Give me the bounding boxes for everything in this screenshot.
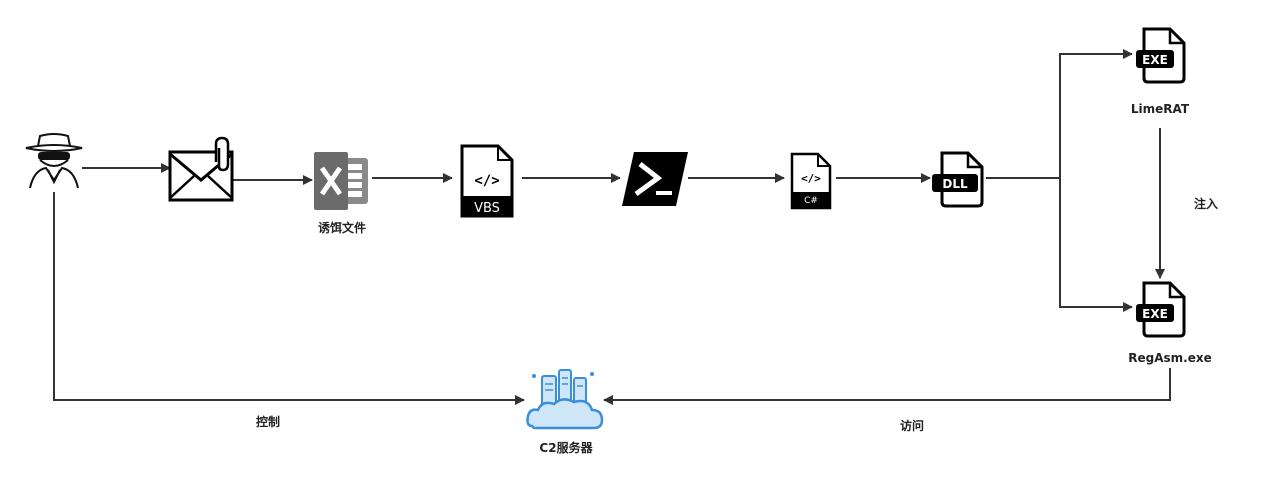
excel-label: 诱饵文件	[318, 220, 366, 235]
edge-attacker-control-c2	[53, 192, 525, 405]
control-label: 控制	[256, 414, 280, 429]
limerat-badge-text: EXE	[1142, 53, 1168, 67]
edge-dll-to-regasm	[1059, 178, 1133, 312]
edge-dll-to-limerat	[986, 49, 1133, 179]
exe-file-icon-regasm	[1136, 281, 1186, 338]
vbs-script-file-icon	[460, 144, 514, 218]
powershell-icon	[622, 152, 688, 206]
exe-file-icon-limerat	[1136, 27, 1186, 84]
limerat-label: LimeRAT	[1131, 102, 1190, 116]
edges	[53, 49, 1171, 405]
regasm-label: RegAsm.exe	[1128, 351, 1211, 365]
vbs-code-text: </>	[474, 173, 499, 189]
csharp-ext-text: C#	[804, 196, 818, 206]
dll-file-icon	[932, 151, 984, 208]
mail-attachment-icon	[168, 136, 234, 202]
csharp-code-text: </>	[801, 172, 821, 185]
regasm-badge-text: EXE	[1142, 307, 1168, 321]
hacker-spy-icon	[25, 133, 83, 189]
csharp-file-icon	[790, 152, 832, 210]
edge-regasm-access-c2	[603, 368, 1171, 405]
c2-label: C2服务器	[539, 440, 593, 455]
inject-label: 注入	[1194, 196, 1218, 211]
access-label: 访问	[900, 418, 924, 433]
vbs-ext-text: VBS	[474, 201, 500, 216]
excel-file-icon	[314, 152, 368, 210]
dll-badge-text: DLL	[942, 177, 968, 191]
cloud-server-icon	[526, 369, 604, 430]
